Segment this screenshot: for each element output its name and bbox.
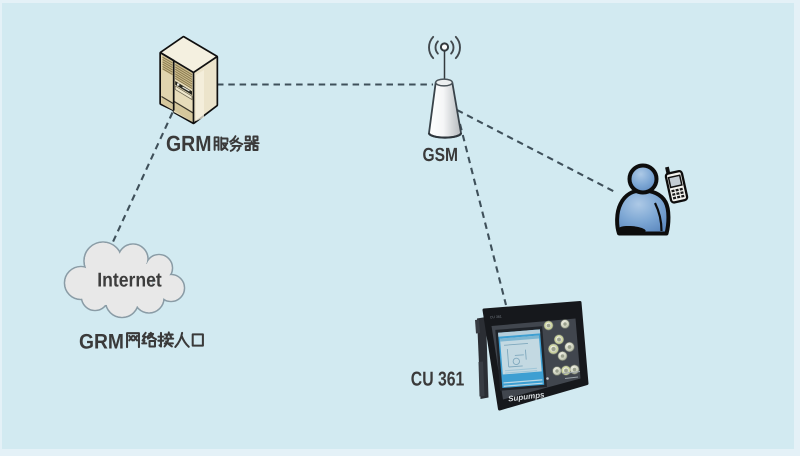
svg-text:GSM: GSM (423, 145, 459, 166)
svg-text:GRM: GRM (79, 331, 124, 354)
svg-text:Supumps: Supumps (508, 390, 546, 403)
svg-text:Internet: Internet (97, 270, 162, 292)
svg-text:CU 361: CU 361 (490, 315, 502, 320)
svg-text:GRM: GRM (166, 131, 212, 156)
svg-text:CU 361: CU 361 (411, 369, 465, 391)
